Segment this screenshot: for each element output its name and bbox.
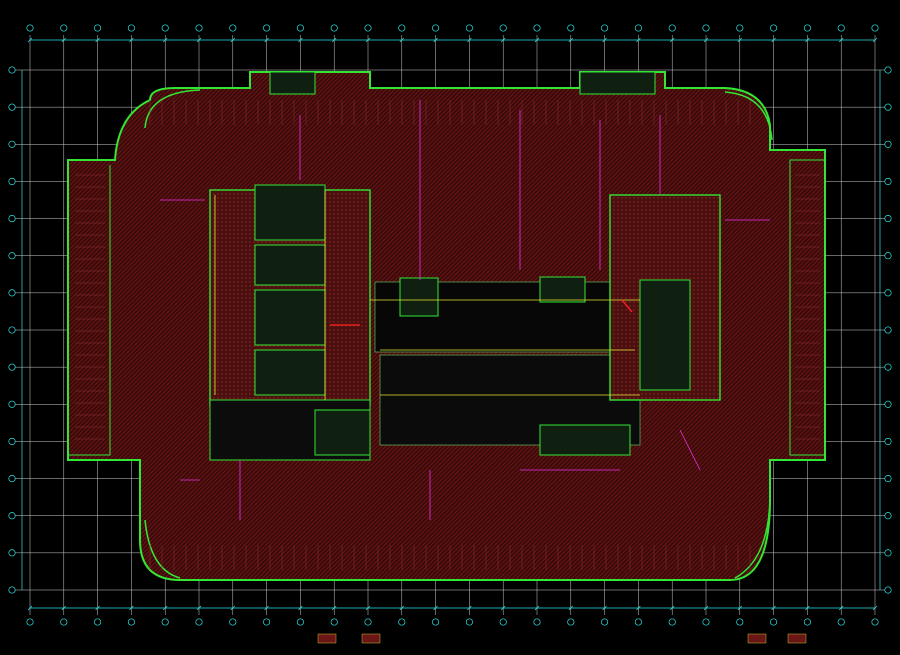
grid-bubble-icon <box>432 618 440 626</box>
grid-bubble-icon <box>127 618 135 626</box>
grid-bubble-icon <box>364 618 372 626</box>
grid-bubble-icon <box>736 24 744 32</box>
grid-bubble-icon <box>634 24 642 32</box>
grid-bubble-icon <box>567 24 575 32</box>
grid-bubble-icon <box>871 24 879 32</box>
grid-bubble-icon <box>884 177 892 185</box>
grid-bubble-icon <box>60 24 68 32</box>
grid-bubble-icon <box>884 66 892 74</box>
grid-bubble-icon <box>601 618 609 626</box>
grid-bubble-icon <box>884 140 892 148</box>
grid-bubble-icon <box>770 618 778 626</box>
grid-bubble-icon <box>8 400 16 408</box>
grid-bubble-icon <box>398 618 406 626</box>
mep-lines <box>160 100 770 520</box>
grid-bubble-icon <box>736 618 744 626</box>
grid-bubble-icon <box>229 24 237 32</box>
grid-bubble-icon <box>8 289 16 297</box>
grid-bubble-icon <box>533 24 541 32</box>
grid-bubble-icon <box>8 363 16 371</box>
legend <box>317 633 807 644</box>
grid-bubble-icon <box>533 618 541 626</box>
grid-bubble-icon <box>8 140 16 148</box>
dimension-lines <box>21 37 881 611</box>
grid-bubble-icon <box>364 24 372 32</box>
grid-bubble-icon <box>884 289 892 297</box>
grid-bubble-icon <box>26 618 34 626</box>
grid-bubble-icon <box>127 24 135 32</box>
grid-bubble-icon <box>398 24 406 32</box>
grid-bubble-icon <box>8 586 16 594</box>
grid-bubble-icon <box>229 618 237 626</box>
grid-bubble-icon <box>8 549 16 557</box>
grid-bubble-icon <box>668 24 676 32</box>
grid-bubble-icon <box>884 215 892 223</box>
grid-bubble-icon <box>884 400 892 408</box>
parking-bays <box>75 100 820 570</box>
grid-bubble-icon <box>837 618 845 626</box>
grid-bubble-icon <box>60 618 68 626</box>
grid-bubble-icon <box>884 512 892 520</box>
grid-bubble-icon <box>803 24 811 32</box>
grid-bubble-icon <box>8 177 16 185</box>
grid-bubble-icon <box>8 437 16 445</box>
grid-bubble-icon <box>8 512 16 520</box>
grid-bubble-icon <box>94 24 102 32</box>
grid-bubble-icon <box>884 363 892 371</box>
grid-bubble-icon <box>8 252 16 260</box>
grid-bubble-icon <box>263 24 271 32</box>
grid-bubble-icon <box>884 437 892 445</box>
grid-bubble-icon <box>499 24 507 32</box>
grid-bubble-icon <box>94 618 102 626</box>
grid-bubble-icon <box>499 618 507 626</box>
grid-bubble-icon <box>26 24 34 32</box>
grid-bubble-icon <box>161 618 169 626</box>
grid-bubble-icon <box>837 24 845 32</box>
grid-bubble-icon <box>871 618 879 626</box>
grid-bubble-icon <box>601 24 609 32</box>
grid-bubble-icon <box>567 618 575 626</box>
grid-bubble-icon <box>8 103 16 111</box>
grid-bubble-icon <box>8 24 892 626</box>
grid-bubble-icon <box>195 618 203 626</box>
grid-bubble-icon <box>803 618 811 626</box>
grid-bubble-icon <box>884 549 892 557</box>
grid-bubble-icon <box>330 24 338 32</box>
grid-bubble-icon <box>8 66 16 74</box>
grid-bubble-icon <box>296 24 304 32</box>
grid-bubble-icon <box>770 24 778 32</box>
grid-bubble-icon <box>432 24 440 32</box>
core-rooms <box>254 71 691 456</box>
grid-bubble-icon <box>884 475 892 483</box>
grid-bubble-icon <box>884 326 892 334</box>
grid-bubble-icon <box>8 326 16 334</box>
grid-bubble-icon <box>195 24 203 32</box>
grid-bubble-icon <box>702 24 710 32</box>
grid-bubble-icon <box>296 618 304 626</box>
grid-bubble-icon <box>465 24 473 32</box>
grid-bubble-icon <box>8 475 16 483</box>
grid-bubble-icon <box>161 24 169 32</box>
grid-bubble-icon <box>668 618 676 626</box>
grid-bubble-icon <box>702 618 710 626</box>
grid-bubble-icon <box>884 252 892 260</box>
grid-bubble-icon <box>330 618 338 626</box>
grid-bubble-icon <box>884 586 892 594</box>
grid-bubble-icon <box>884 103 892 111</box>
grid-bubble-icon <box>465 618 473 626</box>
grid-bubble-icon <box>8 215 16 223</box>
grid-bubble-icon <box>634 618 642 626</box>
grid-bubble-icon <box>263 618 271 626</box>
